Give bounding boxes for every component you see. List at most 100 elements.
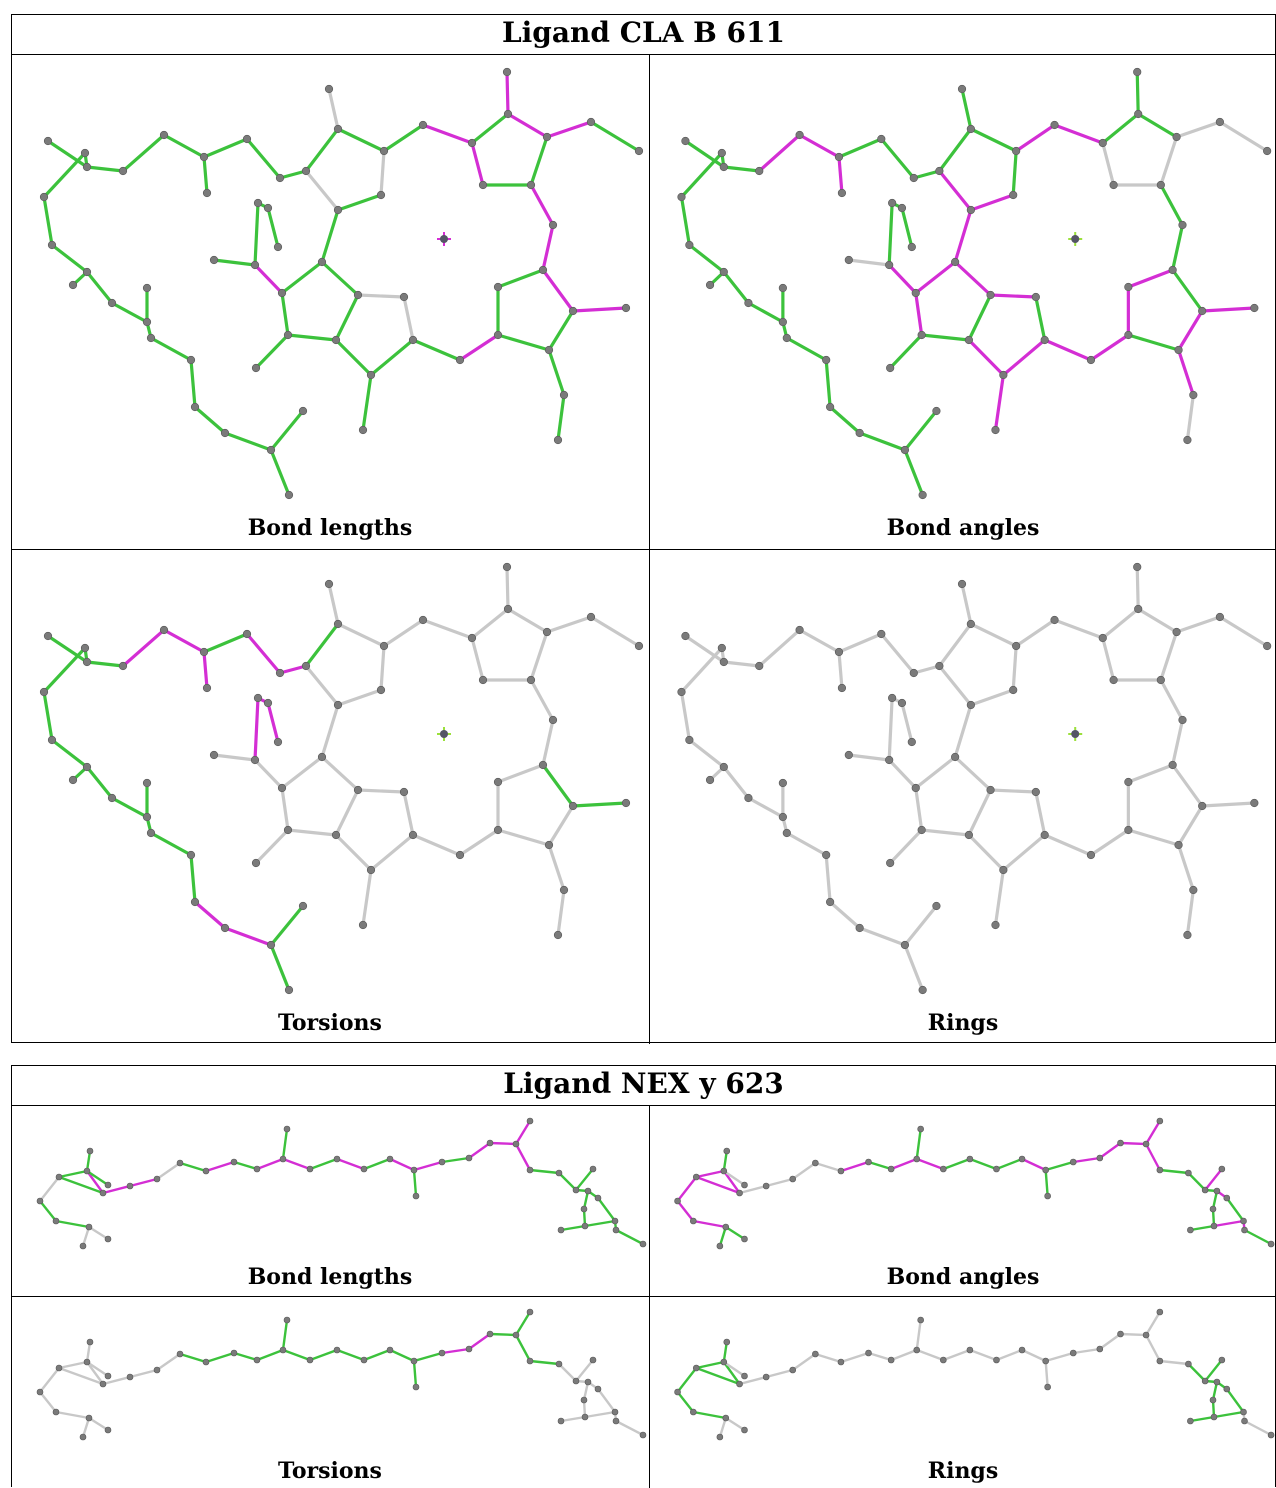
ligand-cla-block: Ligand CLA B 611 Bond lengths Bond angle…: [11, 14, 1276, 1044]
bond: [837, 137, 883, 159]
bond: [42, 151, 87, 199]
atom: [486, 1330, 494, 1338]
bond: [304, 127, 340, 173]
bond: [529, 183, 555, 227]
nex-rings-diagram: [674, 1308, 1275, 1441]
bond: [960, 582, 973, 626]
bond: [969, 193, 1015, 212]
bond: [547, 348, 566, 397]
bond: [583, 1219, 617, 1228]
bond: [757, 628, 802, 668]
atom: [705, 280, 715, 290]
atom: [493, 330, 503, 340]
bond: [1171, 763, 1204, 808]
bond: [467, 1332, 492, 1351]
atom: [611, 1217, 619, 1225]
bond: [334, 788, 360, 837]
bond: [1119, 1141, 1148, 1146]
atom: [455, 355, 465, 365]
atom: [55, 1364, 63, 1372]
bond: [388, 1348, 416, 1363]
atom: [1201, 1186, 1209, 1194]
atom: [493, 282, 503, 292]
bond: [887, 758, 918, 790]
bond: [967, 833, 1005, 872]
nex-rings-caption: Rings: [927, 1458, 999, 1484]
atom: [1040, 830, 1049, 840]
nex-bond-lengths-caption: Bond lengths: [247, 1264, 413, 1290]
atom: [674, 1388, 681, 1396]
atom: [1044, 1383, 1051, 1391]
atom: [199, 152, 209, 162]
atom: [581, 1413, 589, 1421]
atom: [789, 1175, 797, 1183]
bond: [967, 338, 1005, 377]
atom: [277, 783, 287, 793]
bond: [1044, 1160, 1075, 1172]
bond: [1089, 333, 1130, 362]
atom: [553, 930, 563, 940]
bond: [1011, 149, 1018, 197]
atom: [186, 850, 196, 860]
atom: [317, 752, 327, 762]
bond: [38, 1199, 58, 1223]
atom: [812, 1159, 819, 1167]
atom: [544, 345, 554, 355]
bond: [528, 1359, 561, 1366]
atom: [333, 1155, 341, 1163]
bond: [155, 1352, 182, 1372]
atom: [333, 700, 343, 710]
bond: [596, 1196, 617, 1223]
bond: [278, 169, 308, 180]
bond: [695, 1175, 741, 1195]
bond: [369, 338, 415, 377]
atom: [366, 370, 376, 380]
bond: [937, 127, 973, 173]
atom: [263, 203, 273, 213]
atom: [720, 1358, 728, 1366]
atom: [674, 1197, 681, 1205]
bond: [178, 1352, 208, 1364]
bond: [505, 565, 510, 611]
atom: [1156, 180, 1165, 190]
atom: [52, 1408, 60, 1416]
bond: [695, 1169, 726, 1179]
atom: [1031, 292, 1040, 302]
bond: [320, 260, 360, 297]
atom: [1012, 146, 1021, 156]
atom: [1250, 303, 1259, 313]
bond: [1176, 309, 1204, 352]
atom: [418, 120, 428, 130]
atom: [47, 735, 57, 745]
bond: [253, 696, 260, 762]
bond: [1043, 338, 1093, 362]
atom: [1185, 1169, 1192, 1177]
bond: [879, 632, 916, 675]
atom: [1198, 801, 1207, 811]
bond: [514, 1333, 532, 1363]
atom: [720, 1167, 728, 1175]
bond: [162, 133, 206, 159]
atom: [594, 1194, 602, 1202]
bond: [738, 1184, 768, 1195]
atom: [242, 134, 252, 144]
atom: [1250, 798, 1259, 808]
bond: [545, 615, 593, 634]
atom: [266, 940, 276, 950]
bond: [189, 853, 197, 904]
atom: [778, 812, 787, 822]
atom: [1178, 220, 1187, 230]
bond: [254, 333, 290, 370]
atom: [917, 330, 926, 340]
atom: [1183, 435, 1192, 445]
atom: [275, 668, 285, 678]
bond: [1212, 1410, 1245, 1419]
bond: [858, 431, 907, 452]
bond: [1001, 833, 1047, 872]
atom: [283, 1125, 291, 1133]
atom: [478, 675, 488, 685]
atom: [762, 1182, 770, 1190]
atom: [353, 290, 363, 300]
bond: [232, 1351, 259, 1362]
atom: [279, 1346, 287, 1354]
